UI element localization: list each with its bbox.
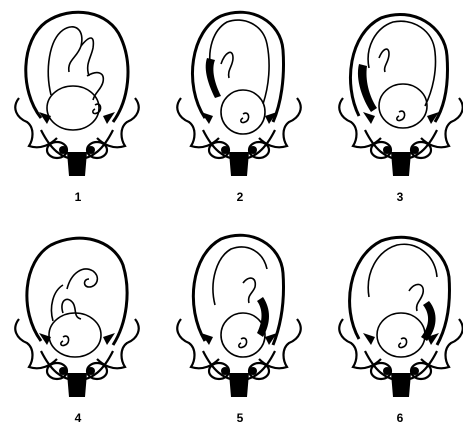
fetal-ear	[399, 338, 407, 347]
fetus-arm	[62, 299, 81, 319]
panel-3: 3	[325, 0, 463, 221]
panel-4: 4	[1, 221, 155, 442]
panel-2: 2	[163, 0, 317, 221]
panel-6: 6	[325, 221, 463, 442]
panel-2-illustration	[163, 0, 317, 200]
fetus-back	[213, 247, 267, 305]
fetus-limbs	[379, 49, 389, 72]
fetal-ear	[241, 113, 249, 122]
fetal-head	[379, 84, 427, 128]
panel-5-illustration	[163, 221, 317, 421]
fetus-back	[368, 244, 437, 297]
fetus-limbs	[221, 52, 233, 78]
panel-4-illustration	[1, 221, 155, 421]
panel-3-illustration	[325, 0, 463, 200]
panel-1: 1	[1, 0, 155, 221]
fetal-head	[221, 90, 265, 134]
pubic-symphysis	[67, 373, 87, 397]
panel-1-number: 1	[1, 190, 155, 204]
fetus-limbs	[409, 284, 423, 311]
panel-4-number: 4	[1, 411, 155, 425]
panel-6-illustration	[325, 221, 463, 421]
uterus-outline	[27, 238, 127, 345]
pelvis-right-ala	[97, 319, 139, 368]
pubic-symphysis	[229, 152, 249, 176]
pelvis-left-ala	[15, 98, 57, 147]
fetal-ear	[239, 338, 247, 347]
panel-6-number: 6	[325, 411, 463, 425]
uterus-outline	[193, 235, 283, 345]
fetal-ear	[61, 336, 69, 345]
panel-1-illustration	[1, 0, 155, 200]
pubic-symphysis	[229, 373, 249, 397]
uterus-outline	[350, 237, 450, 345]
panel-5-number: 5	[163, 411, 317, 425]
fetal-head	[47, 86, 99, 130]
pelvis-left-ala	[339, 319, 381, 368]
fetal-head	[377, 313, 425, 357]
fetal-head	[221, 313, 265, 357]
panel-5: 5	[163, 221, 317, 442]
panel-3-number: 3	[325, 190, 463, 204]
fetus-limbs	[67, 269, 97, 289]
fetal-head	[49, 313, 101, 357]
fetus-limbs	[243, 278, 255, 303]
fetal-ear	[397, 111, 405, 120]
pelvis-right-ala	[97, 98, 139, 147]
fetus-back	[368, 21, 435, 106]
pubic-symphysis	[67, 152, 87, 176]
panel-2-number: 2	[163, 190, 317, 204]
pubic-symphysis	[391, 152, 411, 176]
fetus-arm	[81, 38, 93, 76]
pubic-symphysis	[391, 373, 411, 397]
fetus-body	[48, 27, 82, 95]
